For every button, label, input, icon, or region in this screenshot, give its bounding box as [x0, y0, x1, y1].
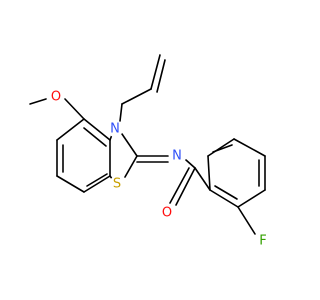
atom-label-carbonyl-oxygen: O — [162, 206, 172, 221]
atom-sulfur: S — [109, 176, 125, 192]
bond-amide-c-o-double — [169, 167, 190, 204]
bond-aryl-c6-c1 — [209, 189, 239, 208]
bond-aryl-c5-c6 — [237, 189, 266, 208]
bond-benzo-c7-c7a — [83, 175, 111, 193]
bond-allyl-ch2-ch — [121, 88, 152, 105]
bond-benzo-c7-c7a-inner — [86, 173, 108, 187]
bond-aryl-c6-c1-inner — [214, 185, 238, 200]
bond-aryl-c1-c2 — [207, 155, 211, 191]
bond-amide-c-o — [175, 167, 196, 206]
atom-imine-nitrogen: N — [169, 148, 185, 164]
bond-aryl-c3-c4 — [233, 138, 266, 157]
atom-ring-nitrogen: N — [107, 121, 123, 137]
bond-methoxy-o-ring — [64, 98, 85, 120]
atom-fluorine: F — [255, 233, 271, 249]
bond-thiazole-n3-c2 — [121, 133, 138, 157]
molecule-structure: O N S N O F — [29, 54, 271, 249]
bond-benzo-c3a-c4 — [83, 118, 111, 141]
atom-label-methoxy-oxygen: O — [51, 90, 61, 105]
atom-label-ring-nitrogen: N — [110, 122, 120, 137]
bond-methoxy-c-o — [29, 98, 47, 105]
atom-methoxy-oxygen: O — [48, 89, 64, 105]
bond-aryl-c2-c3-inner — [212, 144, 233, 153]
atom-carbonyl-oxygen: O — [159, 205, 175, 221]
bond-allyl-ch-ch2 — [150, 54, 161, 90]
atom-label-fluorine: F — [259, 234, 266, 249]
bond-benzo-c4-c5 — [56, 118, 85, 141]
atom-labels: O N S N O F — [48, 89, 271, 249]
bond-amide-n-c — [185, 159, 196, 169]
bond-amide-c-ring — [194, 167, 211, 191]
bond-benzo-c3a-c4-inner — [83, 127, 107, 147]
bond-thiazole-c2-s1 — [124, 155, 138, 178]
bonds — [29, 54, 266, 235]
bond-allyl-ch-ch2-double — [156, 59, 166, 93]
bond-allyl-n-ch2 — [119, 103, 123, 122]
atom-label-sulfur: S — [113, 177, 121, 192]
bond-benzo-c6-c7 — [56, 175, 85, 193]
bond-aryl-c-f — [237, 206, 256, 235]
atom-label-imine-nitrogen: N — [172, 149, 182, 164]
bond-aryl-c2-c3 — [207, 138, 235, 157]
